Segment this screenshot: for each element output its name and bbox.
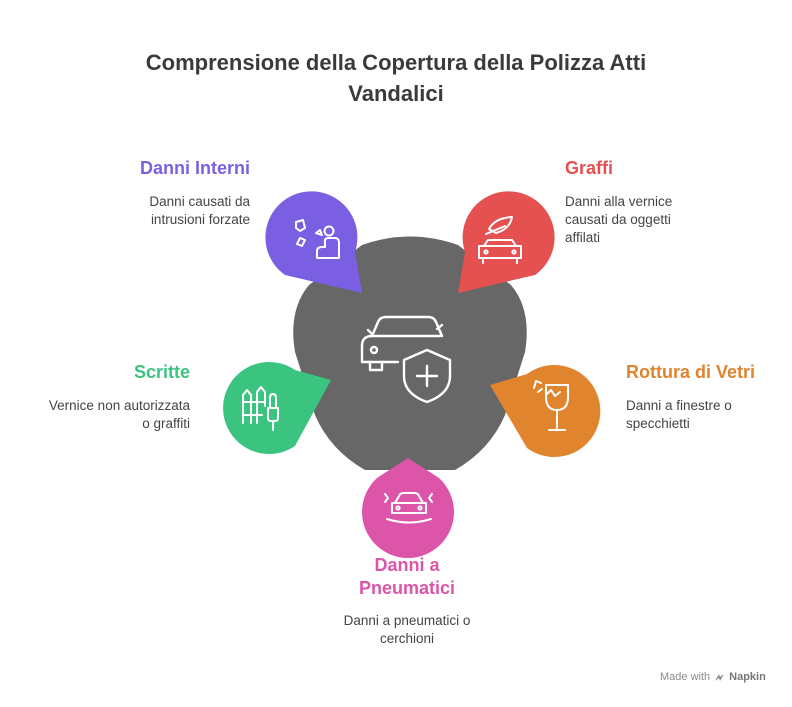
danni-pneumatici-description-line: cerchioni	[379, 631, 435, 646]
car-insurance-shield-icon	[360, 315, 452, 404]
rottura-vetri-petal	[490, 365, 601, 457]
seat-damage-icon	[295, 219, 340, 259]
danni-pneumatici-description: Danni a pneumatici o cerchioni	[307, 612, 507, 648]
rottura-vetri-description-line: specchietti	[626, 416, 690, 431]
danni-pneumatici-description-line: Danni a pneumatici o	[343, 613, 471, 628]
graffi-label: Graffi	[565, 158, 614, 178]
graffi-description-line: Danni alla vernice	[565, 194, 673, 209]
danni-pneumatici-petal	[362, 458, 454, 558]
graffi-description: Danni alla vernice causati da oggetti af…	[565, 193, 745, 247]
danni-interni-label: Danni Interni	[139, 158, 250, 178]
danni-interni-description-line: Danni causati da	[149, 194, 250, 209]
danni-pneumatici-label-line: Danni a	[374, 555, 440, 575]
graffi-description-line: affilati	[565, 230, 601, 245]
diagram-title: Comprensione della Copertura della Poliz…	[145, 50, 647, 106]
scritte-description-line: o graffiti	[142, 416, 190, 431]
car-scratch-icon	[478, 216, 522, 264]
car-skid-icon	[384, 492, 433, 524]
scritte-description: Vernice non autorizzata o graffiti	[20, 397, 190, 433]
center-pentagon	[293, 236, 527, 470]
scritte-label: Scritte	[133, 362, 190, 382]
made-with-text: Made with	[660, 671, 711, 683]
danni-pneumatici-label-line: Pneumatici	[358, 578, 456, 598]
napkin-brand-text: Napkin	[729, 671, 766, 683]
napkin-logo-icon	[715, 673, 725, 681]
graffi-petal	[458, 191, 555, 293]
graffiti-fence-icon	[242, 386, 279, 431]
made-with-napkin-footer: Made with Napkin	[660, 671, 766, 683]
broken-glass-icon	[533, 380, 569, 431]
danni-interni-petal	[265, 191, 362, 293]
rottura-vetri-label: Rottura di Vetri	[626, 362, 756, 382]
rottura-vetri-description-line: Danni a finestre o	[626, 398, 732, 413]
graffi-description-line: causati da oggetti	[565, 212, 671, 227]
danni-pneumatici-label: Danni a Pneumatici	[307, 554, 507, 600]
danni-interni-description-line: intrusioni forzate	[150, 212, 250, 227]
scritte-description-line: Vernice non autorizzata	[48, 398, 190, 413]
danni-interni-description: Danni causati da intrusioni forzate	[90, 193, 250, 229]
rottura-vetri-description: Danni a finestre o specchietti	[626, 397, 786, 433]
